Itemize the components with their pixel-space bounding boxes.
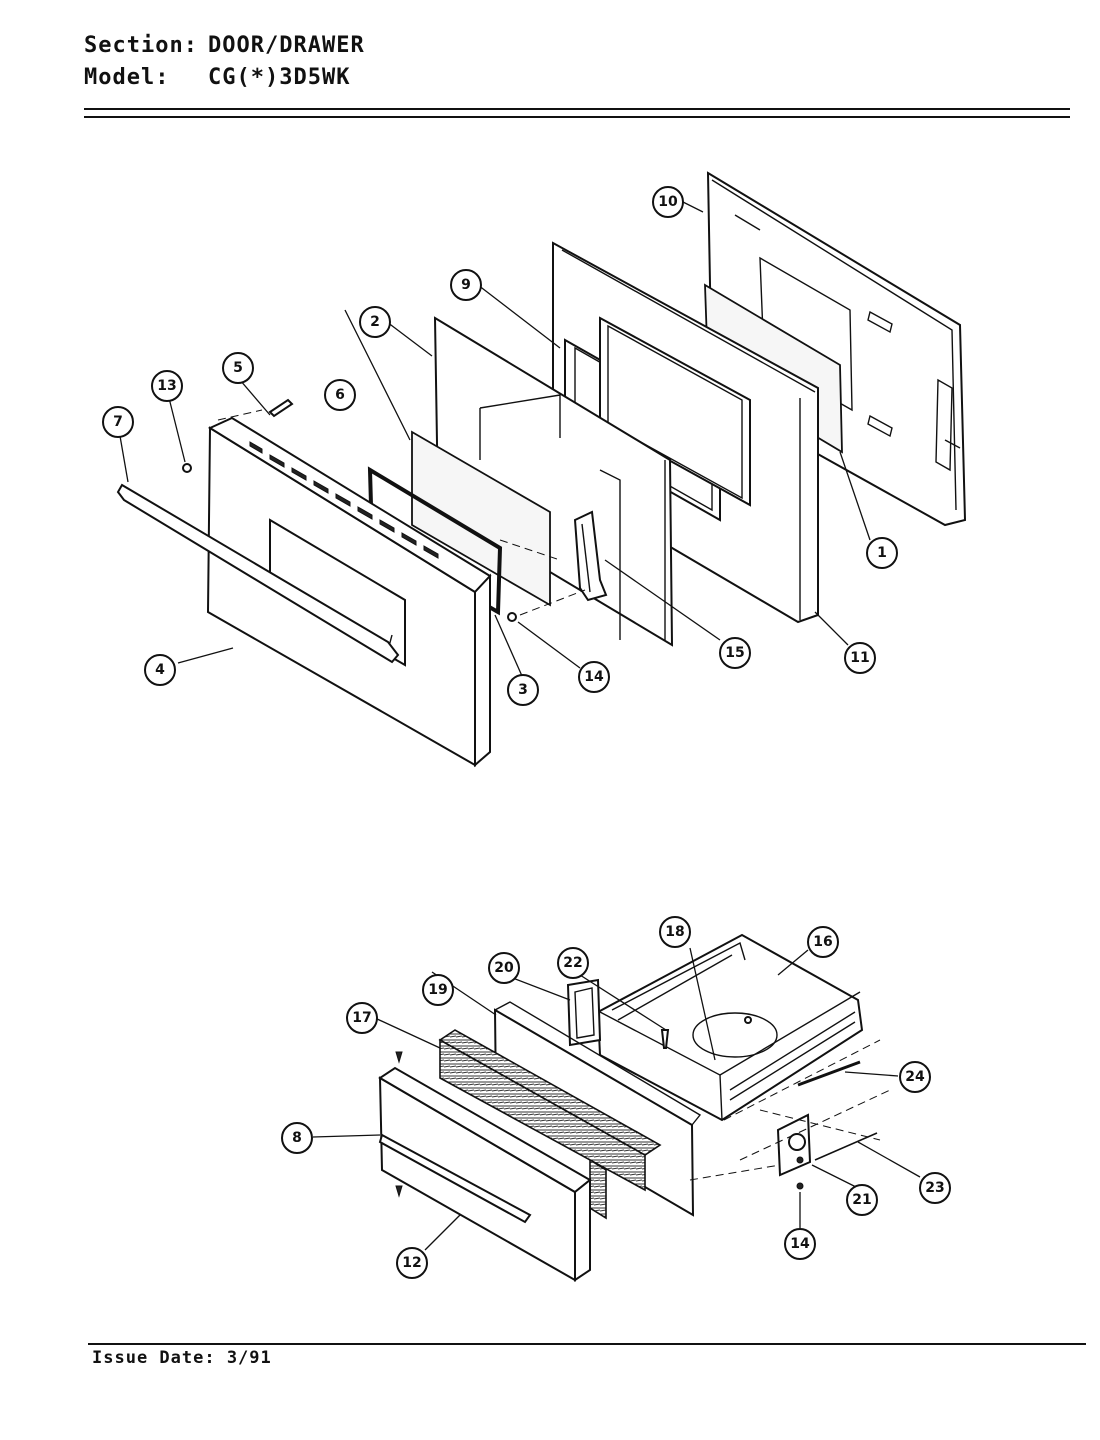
callout-24: 24: [899, 1061, 931, 1093]
svg-text:9: 9: [461, 277, 471, 293]
callout-5: 5: [222, 352, 254, 384]
section-value: DOOR/DRAWER: [208, 33, 365, 58]
callout-2: 2: [359, 306, 391, 338]
svg-text:22: 22: [563, 955, 582, 971]
outer-door-panel: [206, 416, 492, 768]
svg-text:16: 16: [813, 934, 832, 950]
screw-14-drawer: [796, 1182, 804, 1190]
svg-text:2: 2: [370, 314, 380, 330]
svg-text:12: 12: [402, 1255, 421, 1271]
callout-18: 18: [659, 916, 691, 948]
latch-bracket: [573, 510, 608, 602]
svg-text:11: 11: [850, 650, 869, 666]
callout-17: 17: [346, 1002, 378, 1034]
svg-text:20: 20: [494, 960, 514, 976]
header-rule-top: [84, 108, 1070, 110]
callout-15: 15: [719, 637, 751, 669]
svg-text:15: 15: [725, 645, 744, 661]
callout-14-door: 14: [578, 661, 610, 693]
callout-12: 12: [396, 1247, 428, 1279]
screw-14-door: [507, 612, 517, 622]
drawer-assembly: [312, 933, 921, 1282]
issue-date: Issue Date: 3/91: [92, 1348, 272, 1368]
drawer-roller-bracket: [776, 1113, 812, 1177]
svg-text:1: 1: [877, 545, 887, 561]
callout-13: 13: [151, 370, 183, 402]
nut-13: [182, 463, 192, 473]
svg-text:21: 21: [852, 1192, 871, 1208]
callout-10: 10: [652, 186, 684, 218]
model-value: CG(*)3D5WK: [208, 65, 351, 90]
svg-text:6: 6: [335, 387, 345, 403]
door-handle: [116, 483, 400, 664]
callout-19: 19: [422, 974, 454, 1006]
model-row: Model: CG(*)3D5WK: [84, 62, 365, 94]
footer-rule: [88, 1343, 1086, 1345]
callout-4: 4: [144, 654, 176, 686]
svg-text:13: 13: [157, 378, 176, 394]
header-rule-bottom: [84, 116, 1070, 118]
callout-21: 21: [846, 1184, 878, 1216]
door-assembly: [116, 171, 967, 768]
insulation-panel: [433, 316, 674, 647]
section-row: Section: DOOR/DRAWER: [84, 30, 365, 62]
callout-7: 7: [102, 406, 134, 438]
drawer-handle: [378, 1133, 532, 1224]
callout-11: 11: [844, 642, 876, 674]
drawer-screw-top: [395, 1051, 403, 1064]
svg-text:19: 19: [428, 982, 447, 998]
svg-text:4: 4: [155, 662, 165, 678]
callout-1: 1: [866, 537, 898, 569]
svg-text:7: 7: [113, 414, 123, 430]
callout-6: 6: [324, 379, 356, 411]
svg-text:10: 10: [658, 194, 678, 210]
svg-text:3: 3: [518, 682, 528, 698]
rod-23: [814, 1132, 878, 1161]
callout-22: 22: [557, 947, 589, 979]
section-label: Section:: [84, 33, 198, 58]
svg-text:18: 18: [665, 924, 684, 940]
svg-text:23: 23: [925, 1180, 944, 1196]
svg-text:17: 17: [352, 1010, 371, 1026]
callout-23: 23: [919, 1172, 951, 1204]
drawer-insulation: [438, 1029, 662, 1220]
svg-text:8: 8: [292, 1130, 302, 1146]
callout-8: 8: [281, 1122, 313, 1154]
svg-text:14: 14: [790, 1236, 810, 1252]
svg-text:14: 14: [584, 669, 604, 685]
callout-3: 3: [507, 674, 539, 706]
drawer-screw-bottom: [395, 1185, 403, 1198]
callout-14-drawer: 14: [784, 1228, 816, 1260]
model-label: Model:: [84, 65, 170, 90]
header: Section: DOOR/DRAWER Model: CG(*)3D5WK: [84, 30, 365, 94]
callout-20: 20: [488, 952, 520, 984]
screw-5: [268, 398, 294, 418]
svg-text:5: 5: [233, 360, 243, 376]
svg-text:24: 24: [905, 1069, 925, 1085]
screw-22: [660, 1029, 670, 1049]
callout-16: 16: [807, 926, 839, 958]
drawer-front-panel: [378, 1066, 592, 1282]
rod-24: [797, 1060, 861, 1087]
callout-9: 9: [450, 269, 482, 301]
